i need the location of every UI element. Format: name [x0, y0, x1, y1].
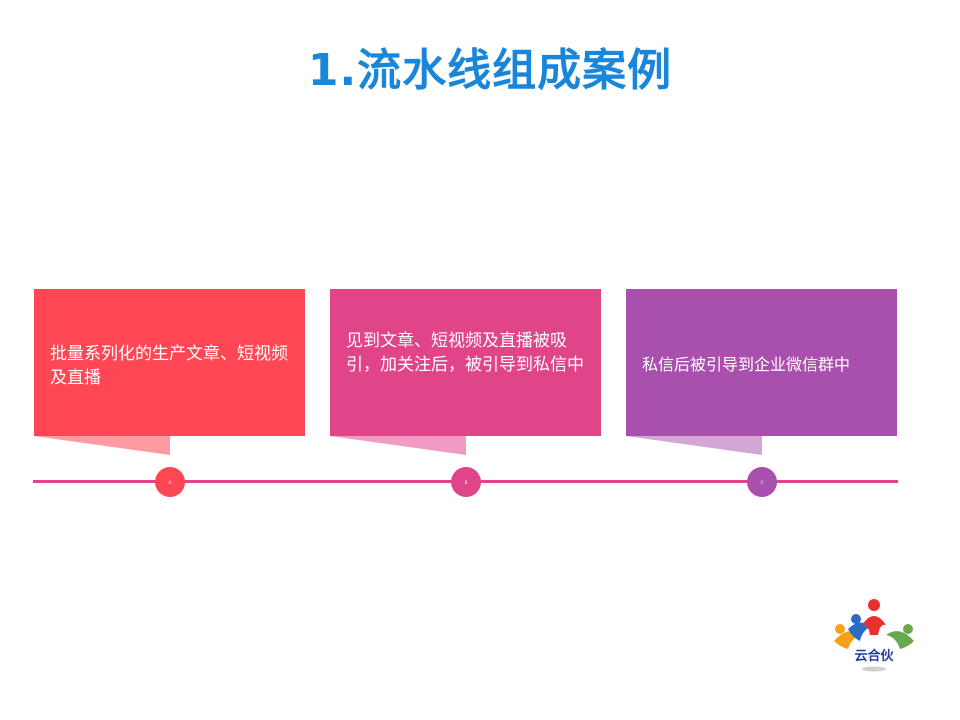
step-2-pointer: [330, 436, 466, 455]
node-c-label: C: [760, 479, 764, 485]
step-1-pointer: [34, 436, 170, 455]
step-2-text: 见到文章、短视频及直播被吸引，加关注后，被引导到私信中: [346, 331, 584, 375]
step-1-text: 批量系列化的生产文章、短视频及直播: [50, 343, 288, 388]
step-card-3: 私信后被引导到企业微信群中: [626, 289, 897, 436]
step-card-2: 见到文章、短视频及直播被吸引，加关注后，被引导到私信中: [330, 289, 601, 436]
people-circle-logo-icon: 云合伙: [834, 599, 914, 672]
timeline-node-c: C: [747, 467, 777, 497]
logo-text: 云合伙: [854, 648, 894, 663]
step-3-pointer: [626, 436, 762, 455]
step-card-1: 批量系列化的生产文章、短视频及直播: [34, 289, 305, 436]
page-title: 1.流水线组成案例: [307, 45, 673, 96]
timeline-node-b: B: [451, 467, 481, 497]
node-b-label: B: [464, 479, 468, 485]
step-3-text: 私信后被引导到企业微信群中: [642, 354, 851, 374]
node-a-label: A: [168, 479, 172, 485]
timeline-node-a: A: [155, 467, 185, 497]
